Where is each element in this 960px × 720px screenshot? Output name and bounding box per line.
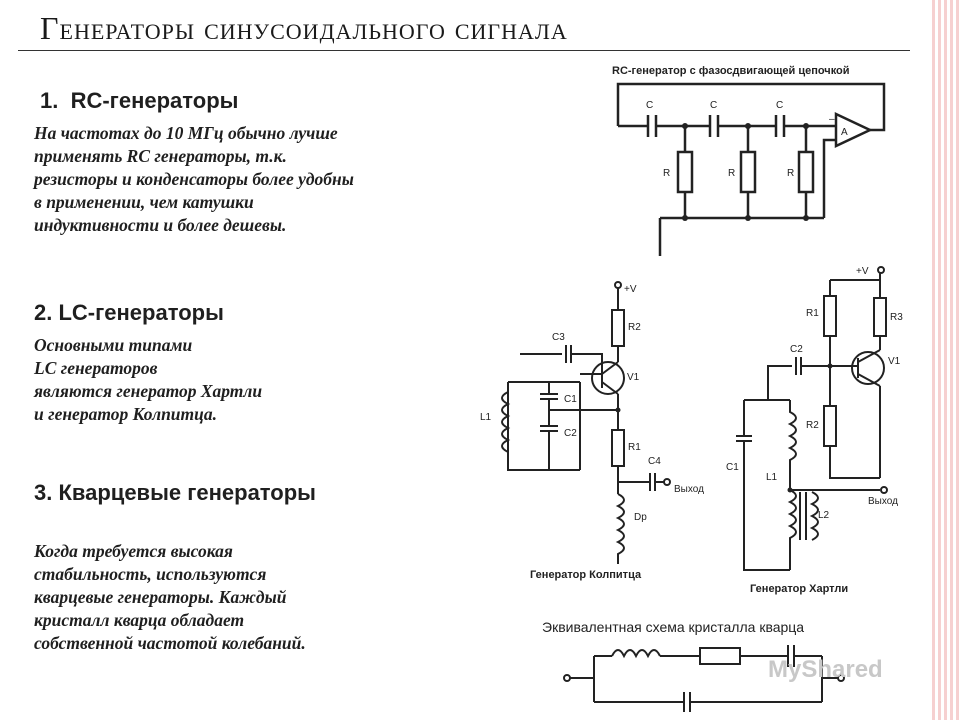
rc-oscillator-diagram: RC-генератор с фазосдвигающей цепочкой C… [612,65,886,256]
colpitts-r1-label: R1 [628,442,641,453]
rc-cap-label-2: C [710,100,717,111]
hartley-c1-label: C1 [726,462,739,473]
section-text-quartz: Когда требуется высокая стабильность, ис… [34,541,306,653]
quartz-equivalent-diagram: Эквивалентная схема кристалла кварца [542,619,845,712]
colpitts-oscillator-diagram: +V R2 C3 V1 L1 C1 C2 R1 C4 Выход Dp Гене… [480,281,704,581]
colpitts-dp-label: Dp [634,512,647,523]
colpitts-c1-label: C1 [564,394,577,405]
rc-amp-label: A [841,127,848,138]
quartz-caption: Эквивалентная схема кристалла кварца [542,619,804,635]
colpitts-v1-label: V1 [627,372,640,383]
section-text-rc: На частотах до 10 МГц обычно лучше приме… [34,123,354,235]
hartley-l2-label: L2 [818,510,830,521]
colpitts-c3-label: C3 [552,332,565,343]
hartley-c2-label: C2 [790,344,803,355]
slide-title: Генераторы синусоидального сигнала [40,10,568,46]
colpitts-supply-label: +V [624,284,637,295]
hartley-r2-label: R2 [806,420,819,431]
watermark-logo: MyShared [768,656,883,683]
rc-caption: RC-генератор с фазосдвигающей цепочкой [612,65,850,77]
section-text-lc: Основными типами LC генераторов являются… [34,335,263,424]
colpitts-output-label: Выход [674,484,704,495]
hartley-r1-label: R1 [806,308,819,319]
section-heading-quartz: 3. Кварцевые генераторы [34,480,316,505]
rc-res-label-1: R [663,168,670,179]
hartley-v1-label: V1 [888,356,901,367]
colpitts-c2-label: C2 [564,428,577,439]
rc-amp-minus: – [829,114,835,125]
hartley-caption: Генератор Хартли [750,583,848,595]
title-underline [18,50,910,51]
section-heading-lc: 2. LC-генераторы [34,300,224,325]
hartley-r3-label: R3 [890,312,903,323]
rc-res-label-3: R [787,168,794,179]
colpitts-l1-label: L1 [480,412,492,423]
hartley-output-label: Выход [868,496,898,507]
rc-cap-label-1: C [646,100,653,111]
rc-cap-label-3: C [776,100,783,111]
decorative-side-band [932,0,960,720]
hartley-supply-label: +V [856,266,869,277]
hartley-l1-label: L1 [766,472,778,483]
colpitts-c4-label: C4 [648,456,661,467]
colpitts-caption: Генератор Колпитца [530,569,642,581]
section-heading-rc: 1. RC-генераторы [40,88,239,113]
hartley-oscillator-diagram: +V R1 R3 C2 V1 R2 C1 L1 L2 Выход Генерат… [726,266,903,595]
colpitts-r2-label: R2 [628,322,641,333]
rc-res-label-2: R [728,168,735,179]
